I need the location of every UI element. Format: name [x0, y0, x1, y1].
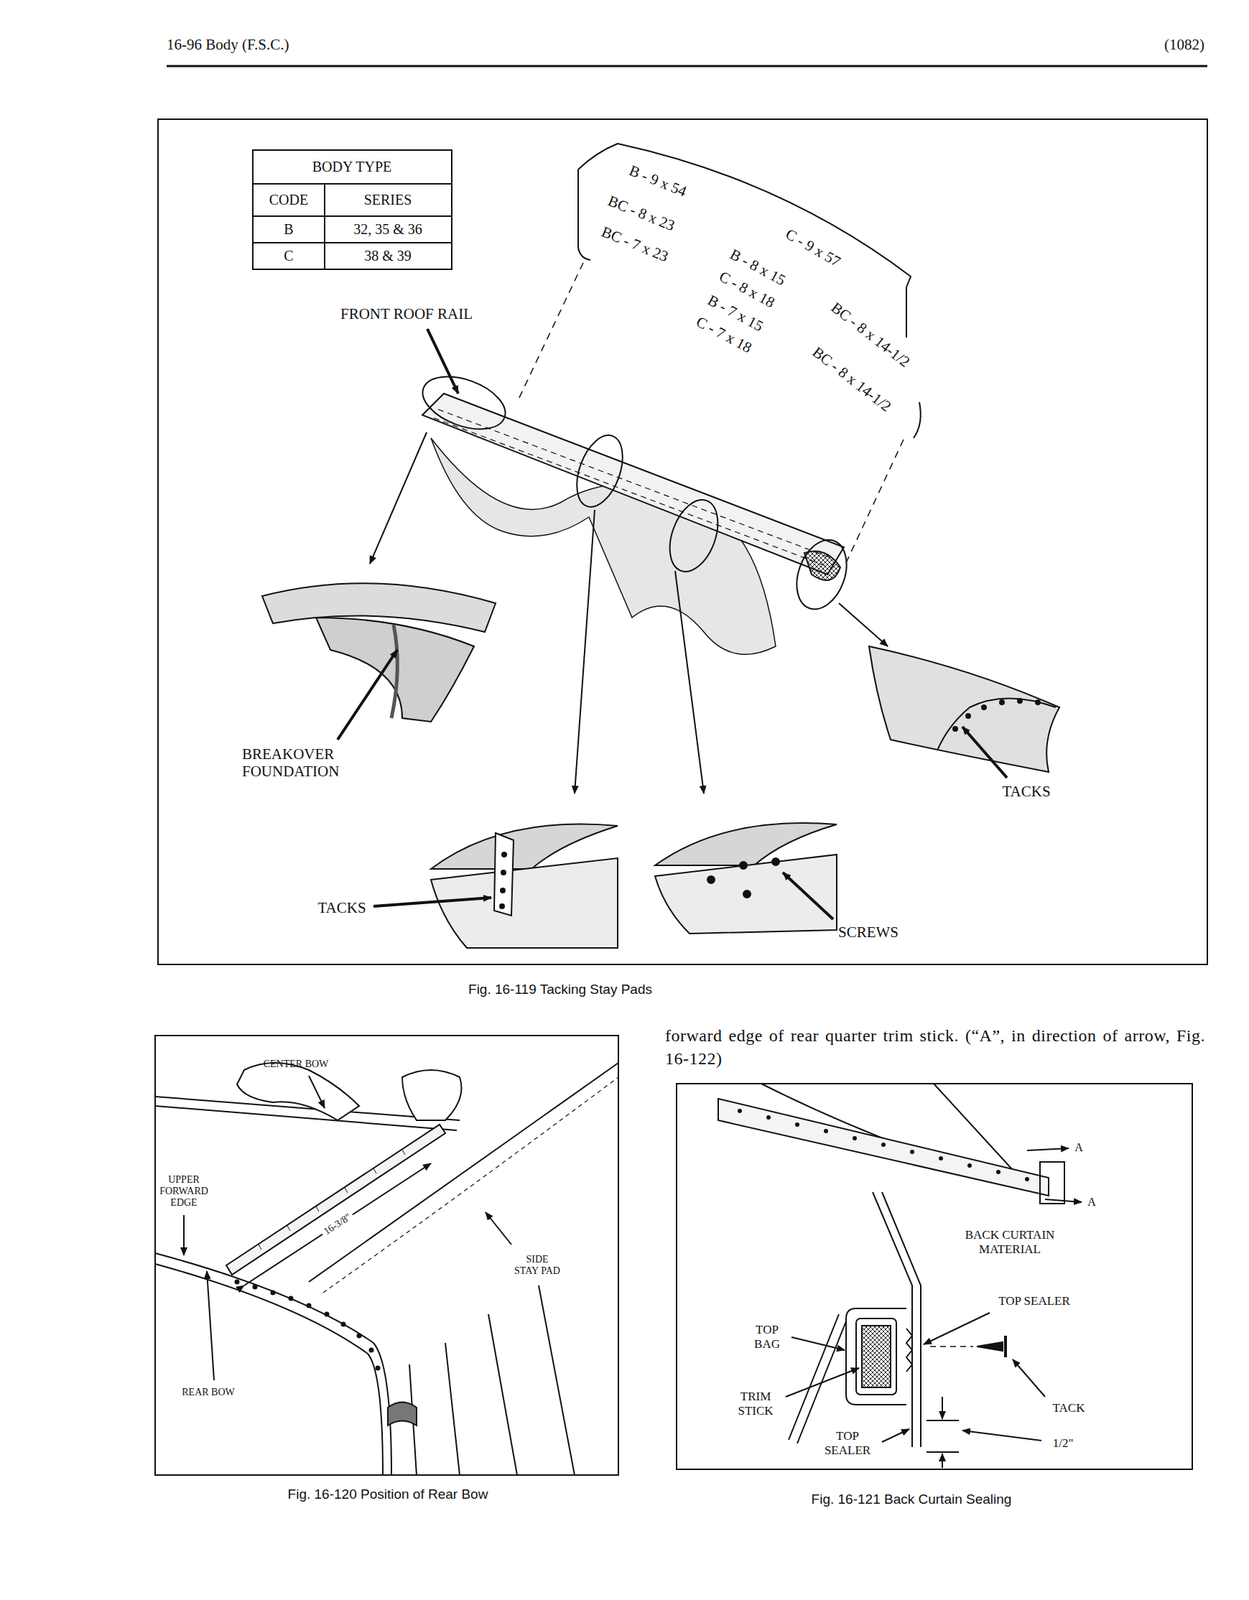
part-label: BACK CURTAIN MATERIAL: [941, 1228, 1079, 1257]
rear-bow-figure: [155, 1062, 619, 1476]
body-type-table: [252, 150, 452, 270]
figure-caption: Fig. 16-120 Position of Rear Bow: [288, 1486, 489, 1503]
page-number: (1082): [1164, 35, 1205, 54]
breakover-detail: [262, 583, 496, 740]
section-mark: A: [1074, 1141, 1084, 1155]
page-frame: [155, 66, 1208, 1476]
table-cell: BODY TYPE: [312, 158, 393, 176]
dimension: 1/2": [1052, 1436, 1074, 1451]
figure-caption: Fig. 16-121 Back Curtain Sealing: [811, 1491, 1012, 1508]
part-label: BREAKOVER FOUNDATION: [242, 745, 368, 780]
tack-detail-bottom: [373, 824, 618, 949]
table-cell: 38 & 39: [364, 247, 412, 265]
figure-frame: [155, 1035, 619, 1476]
part-label: REAR BOW: [181, 1386, 235, 1399]
part-label: TRIM STICK: [726, 1389, 785, 1418]
part-label: CENTER BOW: [263, 1058, 329, 1071]
part-label: TACKS: [1001, 782, 1051, 801]
figure-frame: [676, 1083, 1193, 1470]
part-label: TOP BAG: [741, 1322, 793, 1351]
table-cell: SERIES: [364, 191, 413, 209]
figure-caption: Fig. 16-119 Tacking Stay Pads: [468, 981, 653, 998]
strip-size: C - 9 x 57: [782, 225, 844, 271]
page-header: 16-96 Body (F.S.C.): [166, 35, 289, 54]
table-cell: CODE: [269, 191, 309, 209]
part-label: SCREWS: [838, 923, 899, 941]
section-mark: A: [1087, 1195, 1097, 1209]
table-cell: B: [283, 221, 294, 238]
part-label: TACKS: [317, 899, 366, 917]
back-curtain-figure: [718, 1083, 1082, 1469]
detail-leaders: [369, 328, 888, 794]
screw-detail: [655, 823, 837, 934]
dimension: 16-3/8": [319, 1210, 357, 1240]
part-label: FRONT ROOF RAIL: [340, 305, 473, 323]
part-label: TACK: [1052, 1401, 1086, 1416]
header-rule: [166, 65, 1208, 68]
table-cell: 32, 35 & 36: [353, 221, 423, 238]
strip-size: B - 9 x 54: [627, 161, 690, 201]
part-label: UPPER FORWARD EDGE: [151, 1174, 217, 1209]
part-label: SIDE STAY PAD: [514, 1254, 561, 1278]
figure-frame: [158, 119, 1208, 965]
table-cell: C: [283, 247, 294, 265]
tack-detail-right: [869, 646, 1060, 778]
body-text: forward edge of rear quarter trim stick.…: [665, 1024, 1206, 1071]
part-label: TOP SEALER: [815, 1429, 880, 1458]
part-label: TOP SEALER: [998, 1294, 1071, 1309]
